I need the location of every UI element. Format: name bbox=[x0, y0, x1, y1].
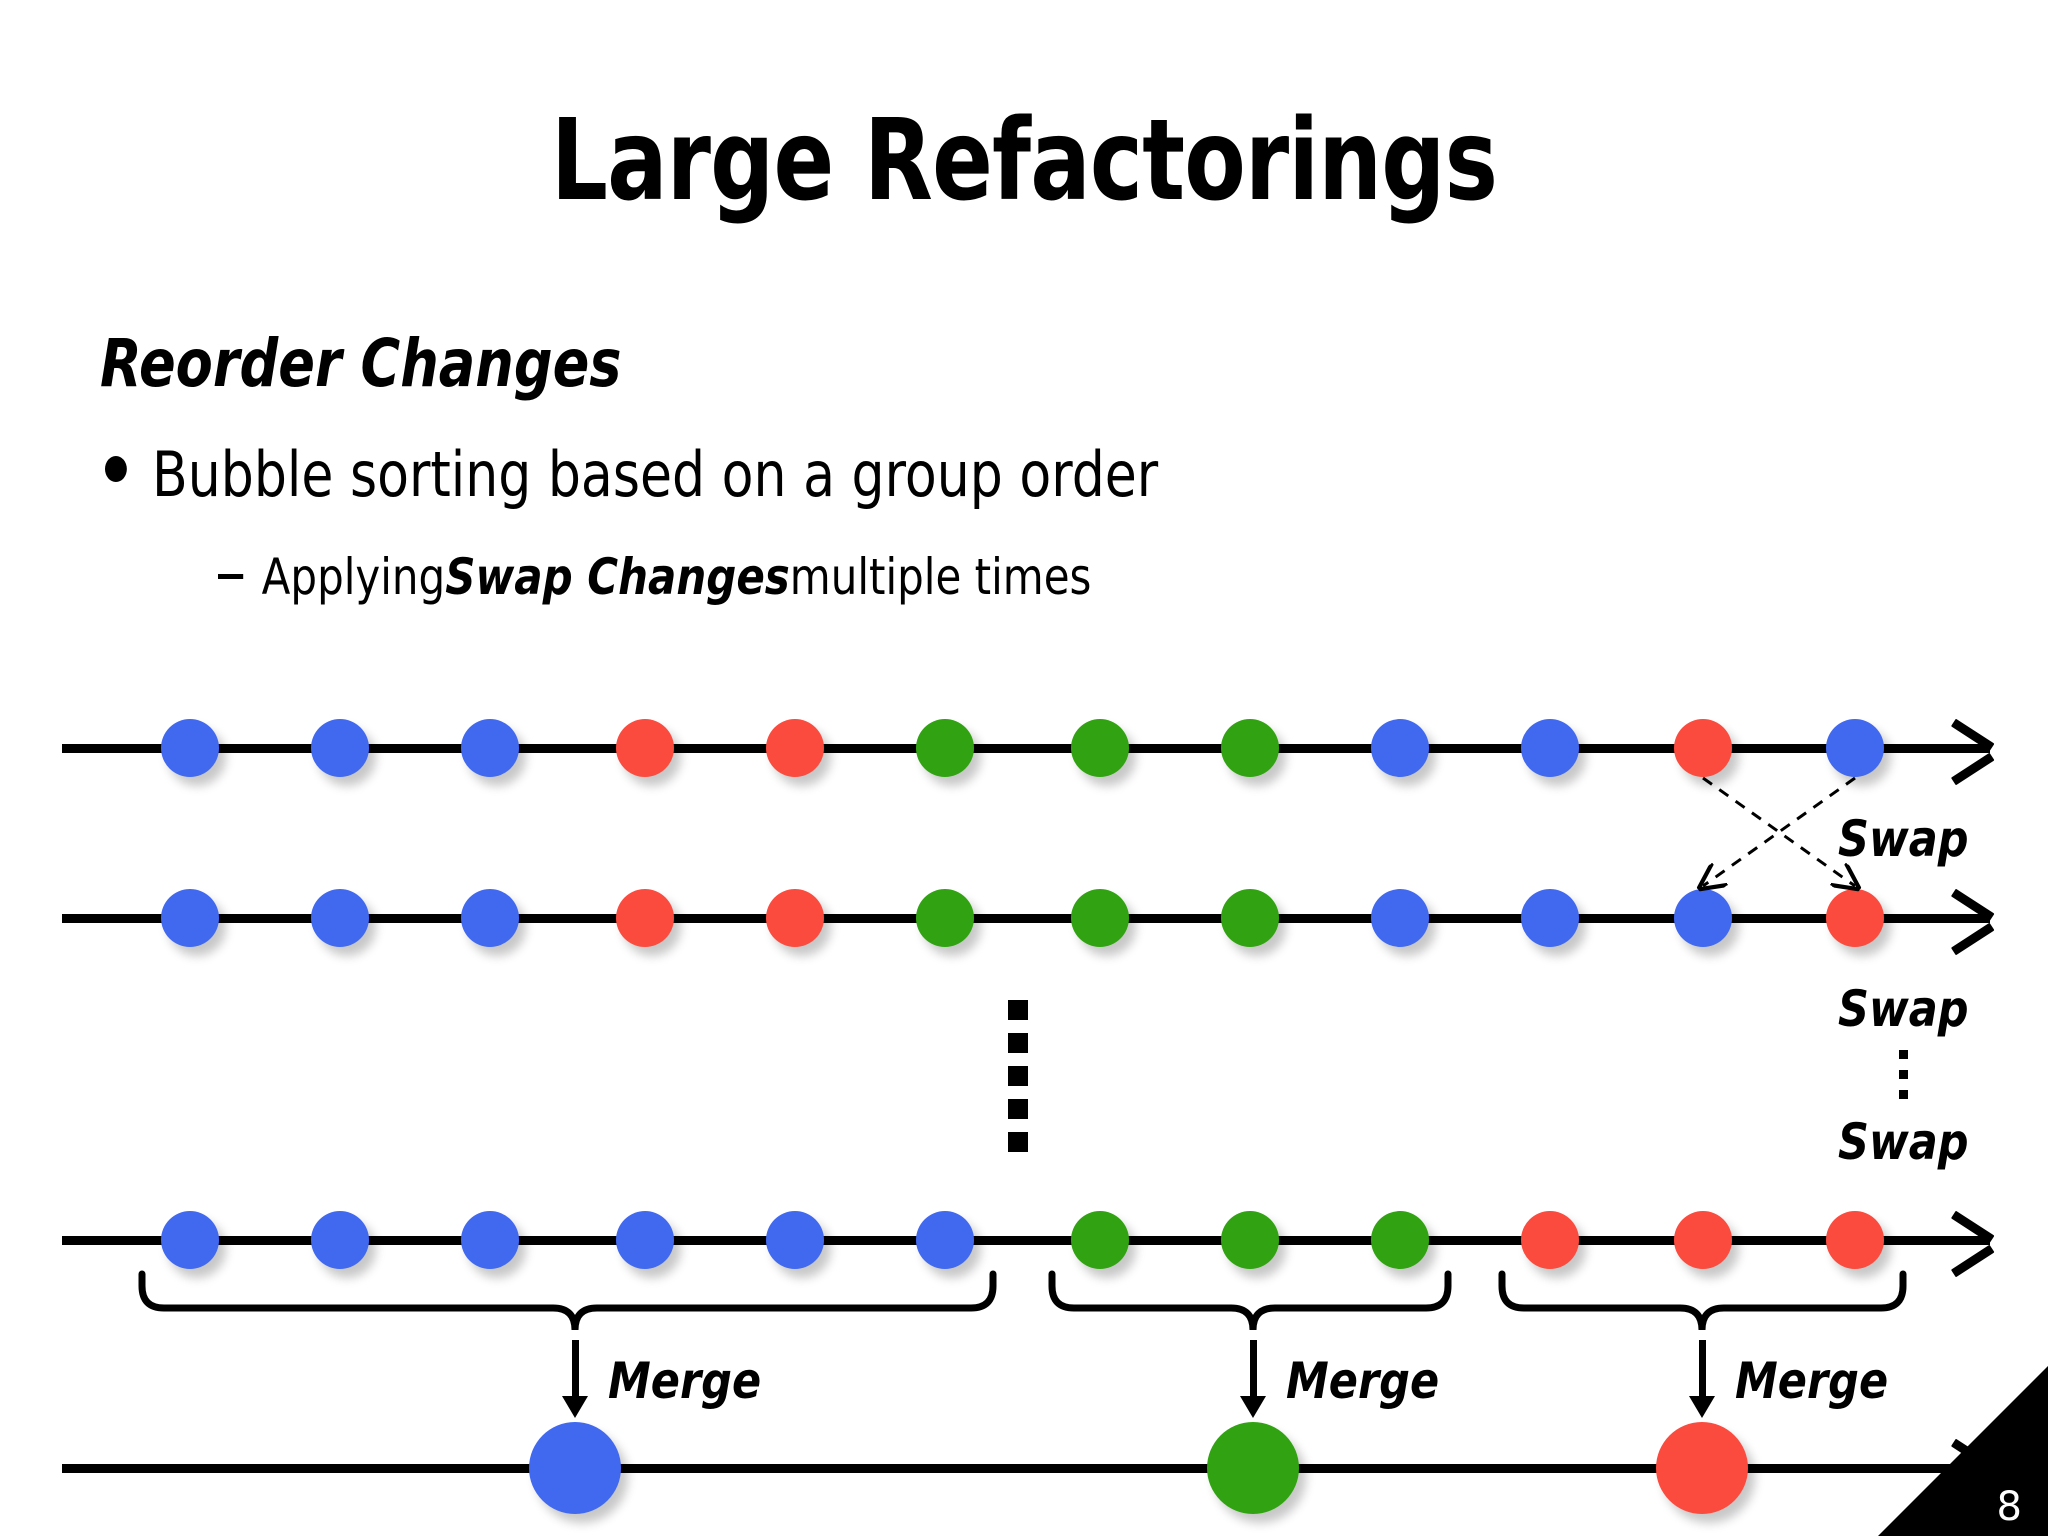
merge-arrow-1 bbox=[562, 1340, 588, 1418]
node-row-initial-7 bbox=[1221, 719, 1279, 777]
node-row-after-first-swap-6 bbox=[1071, 889, 1129, 947]
swap-dashed-arrow-1 bbox=[1703, 776, 1856, 886]
vertical-ellipsis-center bbox=[1008, 1000, 1028, 1152]
bullet-level2-prefix: Applying bbox=[261, 548, 446, 606]
page-number-corner: 8 bbox=[1878, 1366, 2048, 1536]
node-row-merged-2 bbox=[1656, 1422, 1748, 1514]
group-brace-1 bbox=[1048, 1270, 1452, 1331]
swap-dashed-arrow-0 bbox=[1702, 776, 1855, 886]
node-row-sorted-9 bbox=[1521, 1211, 1579, 1269]
node-row-initial-2 bbox=[461, 719, 519, 777]
vertical-ellipsis-right bbox=[1899, 1050, 1908, 1110]
node-row-sorted-0 bbox=[161, 1211, 219, 1269]
node-row-initial-1 bbox=[311, 719, 369, 777]
node-row-initial-10 bbox=[1674, 719, 1732, 777]
node-row-initial-11 bbox=[1826, 719, 1884, 777]
bullet-level1: Bubble sorting based on a group order bbox=[105, 438, 1158, 511]
bullet-dash-icon bbox=[218, 574, 244, 579]
merge-label-1: Merge bbox=[608, 1352, 762, 1410]
node-row-after-first-swap-10 bbox=[1674, 889, 1732, 947]
merge-arrow-3 bbox=[1689, 1340, 1715, 1418]
node-row-initial-3 bbox=[616, 719, 674, 777]
node-row-sorted-4 bbox=[766, 1211, 824, 1269]
bullet-level2-emphasis: Swap Changes bbox=[445, 548, 790, 606]
corner-triangle bbox=[1878, 1366, 2048, 1536]
merge-arrow-2 bbox=[1240, 1340, 1266, 1418]
node-row-sorted-6 bbox=[1071, 1211, 1129, 1269]
node-row-after-first-swap-1 bbox=[311, 889, 369, 947]
node-row-after-first-swap-5 bbox=[916, 889, 974, 947]
node-row-after-first-swap-3 bbox=[616, 889, 674, 947]
node-row-sorted-7 bbox=[1221, 1211, 1279, 1269]
node-row-after-first-swap-2 bbox=[461, 889, 519, 947]
group-brace-2 bbox=[1498, 1270, 1907, 1331]
node-row-sorted-11 bbox=[1826, 1211, 1884, 1269]
node-row-initial-8 bbox=[1371, 719, 1429, 777]
node-row-after-first-swap-0 bbox=[161, 889, 219, 947]
bullet-level2: Applying Swap Changes multiple times bbox=[218, 548, 1091, 606]
node-row-after-first-swap-9 bbox=[1521, 889, 1579, 947]
page-number: 8 bbox=[1996, 1484, 2022, 1530]
bullet-level2-suffix: multiple times bbox=[789, 548, 1092, 606]
section-subheading: Reorder Changes bbox=[100, 325, 622, 402]
bullet-dot-icon bbox=[105, 456, 127, 482]
node-row-after-first-swap-11 bbox=[1826, 889, 1884, 947]
node-row-initial-6 bbox=[1071, 719, 1129, 777]
node-row-after-first-swap-8 bbox=[1371, 889, 1429, 947]
row-after-first-swap-axis bbox=[62, 914, 1990, 923]
row-sorted-axis bbox=[62, 1236, 1990, 1245]
node-row-merged-0 bbox=[529, 1422, 621, 1514]
node-row-after-first-swap-7 bbox=[1221, 889, 1279, 947]
bullet-level1-text: Bubble sorting based on a group order bbox=[152, 438, 1159, 511]
node-row-merged-1 bbox=[1207, 1422, 1299, 1514]
node-row-sorted-5 bbox=[916, 1211, 974, 1269]
node-row-after-first-swap-4 bbox=[766, 889, 824, 947]
swap-label-3: Swap bbox=[1838, 1113, 1969, 1171]
node-row-initial-9 bbox=[1521, 719, 1579, 777]
row-merged-axis bbox=[62, 1464, 1990, 1473]
group-brace-0 bbox=[138, 1270, 997, 1331]
node-row-initial-4 bbox=[766, 719, 824, 777]
node-row-sorted-2 bbox=[461, 1211, 519, 1269]
merge-label-2: Merge bbox=[1286, 1352, 1440, 1410]
node-row-initial-0 bbox=[161, 719, 219, 777]
swap-label-1: Swap bbox=[1838, 810, 1969, 868]
page-title: Large Refactorings bbox=[550, 96, 1498, 226]
node-row-sorted-10 bbox=[1674, 1211, 1732, 1269]
node-row-sorted-3 bbox=[616, 1211, 674, 1269]
swap-label-2: Swap bbox=[1838, 980, 1969, 1038]
row-initial-axis bbox=[62, 744, 1990, 753]
merge-label-3: Merge bbox=[1735, 1352, 1889, 1410]
node-row-initial-5 bbox=[916, 719, 974, 777]
node-row-sorted-8 bbox=[1371, 1211, 1429, 1269]
node-row-sorted-1 bbox=[311, 1211, 369, 1269]
